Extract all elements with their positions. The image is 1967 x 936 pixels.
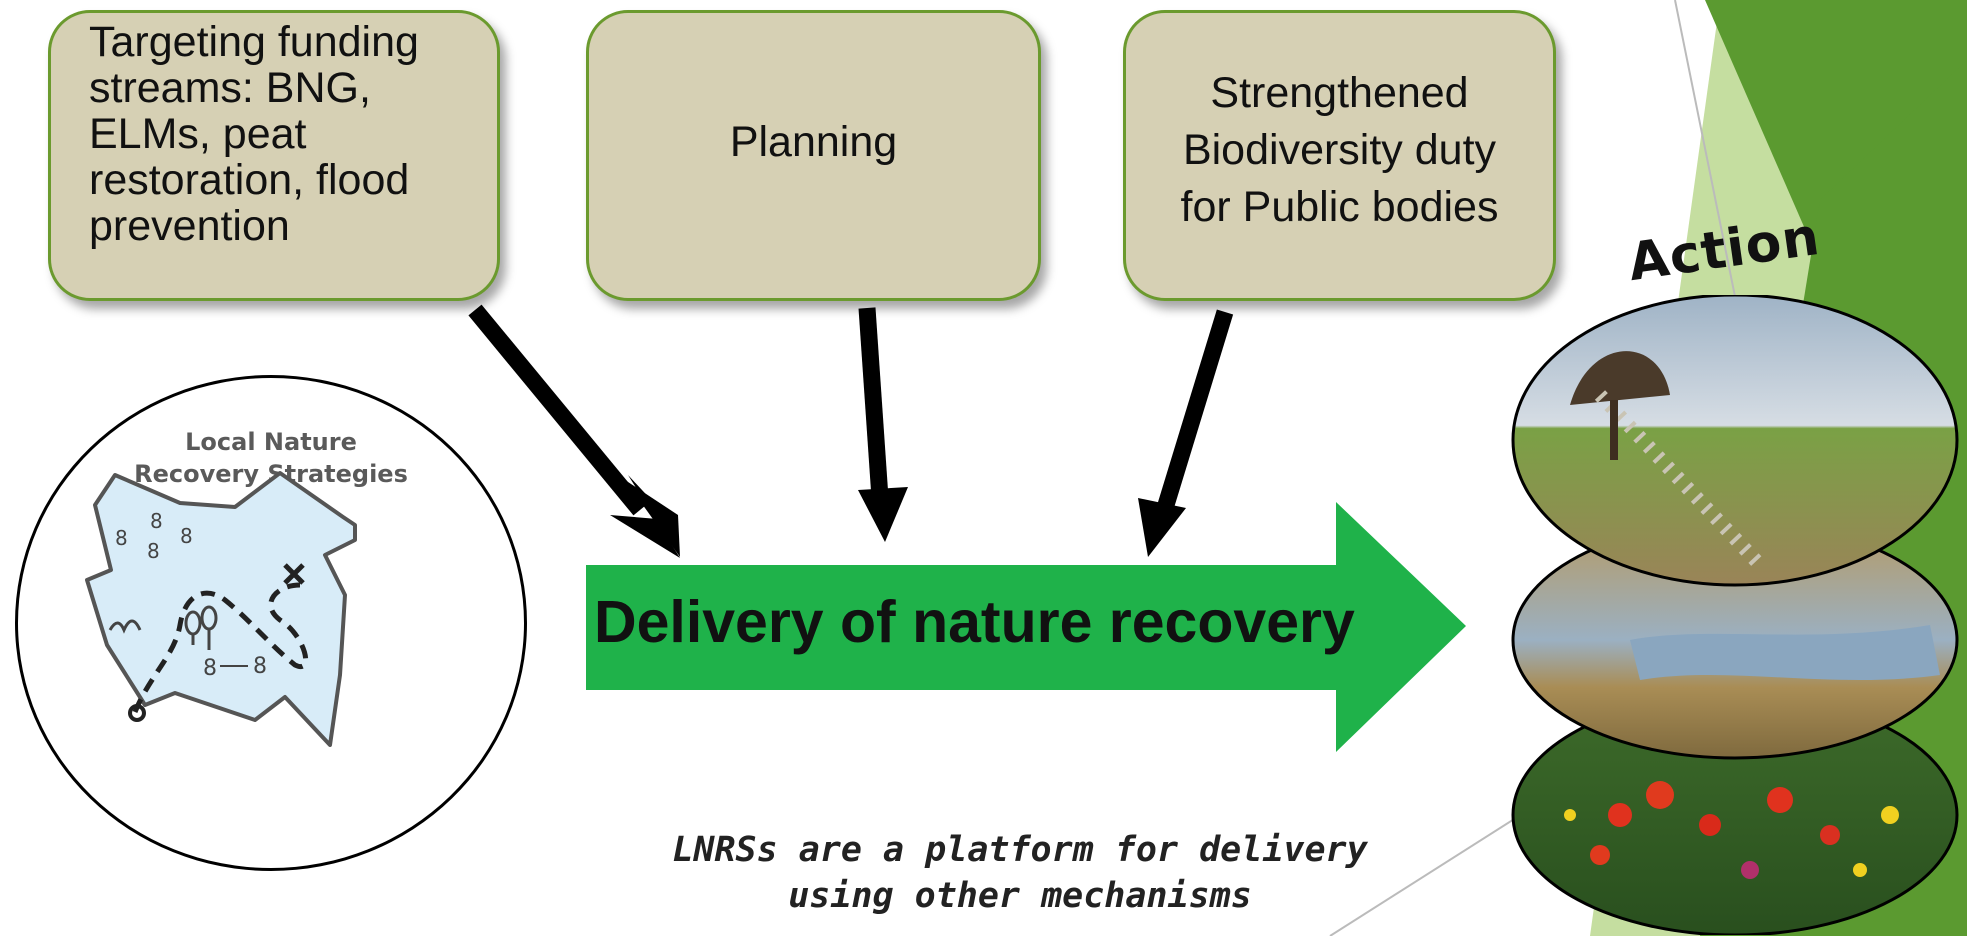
footnote: LNRSs are a platform for delivery using …: [640, 828, 1400, 919]
svg-text:8: 8: [253, 654, 267, 679]
funding-line: streams: BNG,: [89, 64, 371, 112]
funding-line: restoration, flood: [89, 156, 410, 204]
wildflower-meadow-photo: [1511, 693, 1959, 935]
lnrs-title-line: Local Nature: [185, 428, 357, 456]
planning-box: Planning: [586, 10, 1041, 301]
delivery-label: Delivery of nature recovery: [594, 589, 1355, 655]
treasure-map-icon: 8 8 8 8 8 8: [85, 471, 357, 747]
svg-text:8: 8: [150, 509, 163, 533]
biodiversity-duty-box: Strengthened Biodiversity duty for Publi…: [1123, 10, 1556, 301]
footnote-line: LNRSs are a platform for delivery: [672, 830, 1368, 870]
hedgerow-photo: [1511, 295, 1959, 587]
lnrs-circle: Local Nature Recovery Strategies 8 8 8 8…: [15, 375, 527, 871]
wetland-photo: [1511, 520, 1959, 760]
duty-line: Biodiversity duty: [1182, 126, 1497, 175]
svg-text:8: 8: [115, 526, 128, 550]
footnote-line: using other mechanisms: [788, 875, 1252, 916]
funding-box: Targeting funding streams: BNG, ELMs, pe…: [48, 10, 500, 301]
svg-text:8: 8: [147, 539, 160, 563]
funding-line: prevention: [89, 202, 290, 250]
planning-label: Planning: [729, 118, 898, 166]
arrow-funding: [468, 304, 680, 558]
action-photos: [1511, 295, 1959, 935]
duty-line: Strengthened: [1210, 69, 1469, 117]
duty-line: for Public bodies: [1180, 183, 1499, 232]
funding-line: ELMs, peat: [89, 110, 307, 158]
svg-text:8: 8: [203, 656, 217, 681]
funding-line: Targeting funding: [89, 18, 419, 66]
svg-text:8: 8: [180, 524, 193, 548]
arrow-duty: [1138, 309, 1234, 557]
delivery-arrow: [586, 502, 1466, 752]
arrow-planning: [858, 307, 908, 542]
